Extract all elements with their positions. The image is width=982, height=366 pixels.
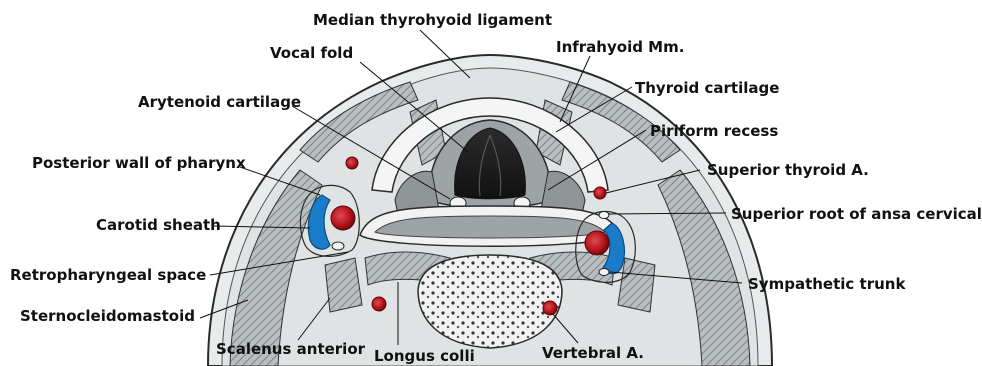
vertebral-artery-right (543, 301, 557, 315)
scalenus-anterior-left (325, 258, 362, 312)
superior-thyroid-artery-right (594, 187, 606, 199)
label-infrahyoid-mm: Infrahyoid Mm. (556, 38, 684, 56)
label-vocal-fold: Vocal fold (270, 44, 353, 62)
sympathetic-dot (599, 269, 609, 276)
label-vertebral-a: Vertebral A. (542, 344, 644, 362)
ansa-cervicalis-dot (599, 212, 609, 219)
common-carotid-right (585, 231, 609, 255)
vertebral-artery-left (372, 297, 386, 311)
label-arytenoid-cartilage: Arytenoid cartilage (138, 93, 301, 111)
label-superior-root-of-ansa-cervicalis: Superior root of ansa cervicalis (731, 205, 982, 223)
label-scalenus-anterior: Scalenus anterior (216, 340, 366, 358)
label-carotid-sheath: Carotid sheath (96, 216, 221, 234)
label-sympathetic-trunk: Sympathetic trunk (748, 275, 906, 293)
label-median-thyrohyoid-ligament: Median thyrohyoid ligament (313, 11, 552, 29)
scalenus-anterior-right (618, 258, 655, 312)
label-thyroid-cartilage: Thyroid cartilage (635, 79, 779, 97)
label-longus-colli: Longus colli (374, 347, 475, 365)
label-posterior-wall-of-pharynx: Posterior wall of pharynx (32, 154, 246, 172)
label-retropharyngeal-space: Retropharyngeal space (10, 266, 206, 284)
label-superior-thyroid-a: Superior thyroid A. (707, 161, 869, 179)
label-piriform-recess: Piriform recess (650, 122, 778, 140)
superior-thyroid-artery-left (346, 157, 358, 169)
common-carotid-left (331, 206, 355, 230)
jugular-small-left (332, 242, 344, 250)
label-sternocleidomastoid: Sternocleidomastoid (20, 307, 195, 325)
pharynx-inner (375, 216, 605, 238)
